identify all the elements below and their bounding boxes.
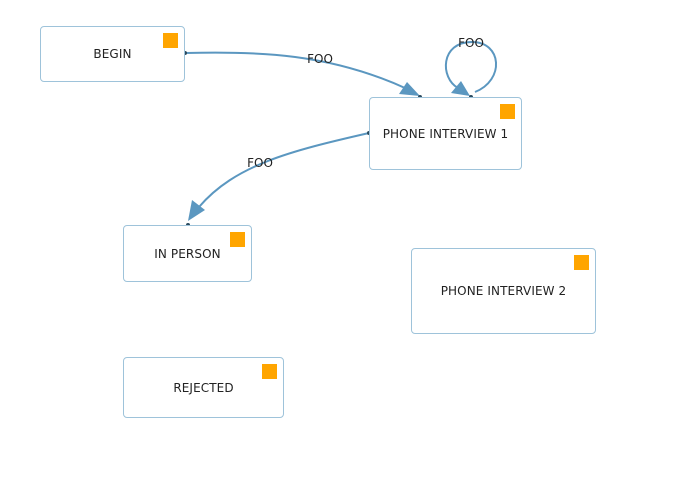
arrowhead-icon (451, 81, 470, 96)
node-handle-icon[interactable] (574, 255, 589, 270)
node-label: PHONE INTERVIEW 1 (382, 126, 509, 141)
node-phone-interview-2[interactable]: PHONE INTERVIEW 2 (411, 248, 596, 334)
node-label: REJECTED (173, 380, 234, 395)
arrowhead-icon (399, 82, 420, 96)
arrowhead-icon (188, 200, 205, 221)
node-handle-icon[interactable] (163, 33, 178, 48)
node-label: PHONE INTERVIEW 2 (440, 284, 567, 298)
edge-phone-interview-1-self-loop[interactable] (444, 40, 498, 93)
node-handle-icon[interactable] (230, 232, 245, 247)
node-rejected[interactable]: REJECTED (123, 357, 284, 418)
edge-begin-to-phone-interview-1[interactable] (185, 51, 406, 89)
node-phone-interview-1[interactable]: PHONE INTERVIEW 1 (369, 97, 522, 170)
edge-label-phone-interview-1-self-loop[interactable]: FOO (458, 36, 484, 50)
node-begin[interactable]: BEGIN (40, 26, 185, 82)
node-in-person[interactable]: IN PERSON (123, 225, 252, 282)
node-handle-icon[interactable] (262, 364, 277, 379)
node-handle-icon[interactable] (500, 104, 515, 119)
edge-phone-interview-1-to-in-person[interactable] (198, 132, 370, 208)
node-label: IN PERSON (154, 246, 221, 261)
edge-label-begin-to-phone-interview-1[interactable]: FOO (307, 52, 333, 66)
node-label: BEGIN (93, 47, 132, 61)
edge-label-phone-interview-1-to-in-person[interactable]: FOO (247, 156, 273, 170)
